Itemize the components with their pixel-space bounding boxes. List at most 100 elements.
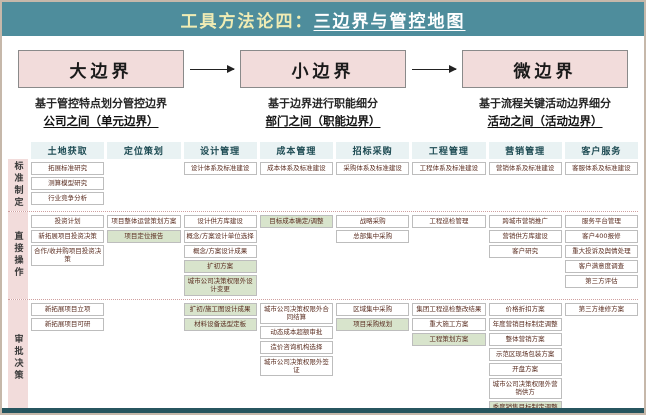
matrix-cell-stack: 客服体系及标准建设 <box>564 159 638 211</box>
matrix-cell-stack: 成本体系及标准建设 <box>259 159 333 211</box>
matrix-cell: 区域集中采购 <box>336 302 410 316</box>
matrix-body: 标准制定拓展标准研究测算模型研究行业竞争分析 设计体系及标准建设成本体系及标准建设… <box>8 158 638 413</box>
matrix-cell-stack: 采购体系及标准建设 <box>336 159 410 211</box>
matrix-cell: 成本体系及标准建设 <box>259 161 333 175</box>
boundary-desc-line1: 基于流程关键活动边界细分 <box>479 97 611 110</box>
arrow-right-icon <box>190 50 235 88</box>
matrix-column-header: 工程管理 <box>412 141 486 159</box>
matrix-column-header: 成本管理 <box>259 141 333 159</box>
matrix-cell: 战略采购 <box>336 214 410 228</box>
matrix-cell-stack: 拓展标准研究测算模型研究行业竞争分析 <box>31 159 105 211</box>
matrix-cell: 开盘方案 <box>488 362 562 376</box>
boundary-desc-small: 基于边界进行职能细分 部门之间（职能边界） <box>240 88 406 130</box>
matrix-cell: 营销体系及标准建设 <box>488 161 562 175</box>
matrix-cell: 服务平台管理 <box>564 214 638 228</box>
boundary-box-small: 小边界 <box>240 50 406 88</box>
matrix-cell: 城市公司决策权限外营销供方 <box>488 377 562 399</box>
matrix-cell: 投资计划 <box>31 214 105 228</box>
matrix-cell: 项目整体运营策划方案 <box>107 214 181 228</box>
matrix-cell: 第三方维修方案 <box>564 302 638 316</box>
matrix-cell: 动态成本超额审批 <box>259 325 333 339</box>
page-title-prefix: 工具方法论四： <box>180 11 314 32</box>
matrix-cell: 客服体系及标准建设 <box>564 161 638 175</box>
matrix-row-label: 标准制定 <box>8 158 28 211</box>
matrix-column-header: 土地获取 <box>31 141 105 159</box>
matrix-cell-stack: 项目整体运营策划方案项目定位报告 <box>107 212 181 299</box>
matrix-column-header: 客户服务 <box>564 141 638 159</box>
matrix-cell: 合作/收并购项目投资决策 <box>31 244 105 266</box>
matrix-cell: 造价咨询机构选择 <box>259 340 333 354</box>
boundary-desc-line1: 基于管控特点划分管控边界 <box>35 97 167 110</box>
boundary-box-micro: 微边界 <box>462 50 628 88</box>
matrix-cell: 工程体系及标准建设 <box>412 161 486 175</box>
boundary-desc-micro: 基于流程关键活动边界细分 活动之间（活动边界） <box>462 88 628 130</box>
matrix-cell-stack: 目标成本确定/调整 <box>259 212 333 299</box>
matrix-column-header: 设计管理 <box>183 141 257 159</box>
matrix-cell: 测算模型研究 <box>31 176 105 190</box>
boundary-desc-line2: 部门之间（职能边界） <box>265 113 381 128</box>
matrix-cell-stack: 工程体系及标准建设 <box>412 159 486 211</box>
title-bar: 工具方法论四： 三边界与管控地图 <box>2 2 644 36</box>
matrix-cell: 客户满意度调查 <box>564 259 638 273</box>
matrix-cell: 跨城市营销推广 <box>488 214 562 228</box>
matrix-cell-stack: 工程巡检管理 <box>412 212 486 299</box>
page-title-main: 三边界与管控地图 <box>313 11 466 32</box>
matrix-cell: 扩初方案 <box>183 259 257 273</box>
matrix-cell: 城市公司决策权限外设计变更 <box>183 274 257 296</box>
matrix-cell-stack: 价格折扣方案年度营销目标制定调整整体营销方案示范区现场包装方案开盘方案城市公司决… <box>488 300 562 413</box>
matrix-row-group: 审批决策新拓展项目立项新拓展项目可研扩初/施工图设计成果材料设备选型定板城市公司… <box>8 299 638 413</box>
boundary-desc-line2: 活动之间（活动边界） <box>487 113 603 128</box>
matrix-cell-stack: 新拓展项目立项新拓展项目可研 <box>31 300 105 413</box>
matrix-cell: 重大施工方案 <box>412 317 486 331</box>
matrix-cell: 工程巡检管理 <box>412 214 486 228</box>
matrix-cell-stack: 城市公司决策权限外合同结算动态成本超额审批造价咨询机构选择城市公司决策权限外签证 <box>259 300 333 413</box>
matrix-cell-stack: 设计体系及标准建设 <box>183 159 257 211</box>
matrix-row-label: 直接操作 <box>8 211 28 299</box>
matrix-cell: 客户研究 <box>488 244 562 258</box>
matrix-cell: 整体营销方案 <box>488 332 562 346</box>
matrix-row-group: 直接操作投资计划新拓展项目投资决策合作/收并购项目投资决策项目整体运营策划方案项… <box>8 211 638 300</box>
matrix-header-spacer <box>8 142 28 159</box>
matrix-cell: 设计供方库建设 <box>183 214 257 228</box>
matrix-cell: 扩初/施工图设计成果 <box>183 302 257 316</box>
matrix-cell-stack: 集团工程巡检整改结果重大施工方案工程策划方案 <box>412 300 486 413</box>
boundary-desc-line1: 基于边界进行职能细分 <box>268 97 378 110</box>
control-matrix: 土地获取定位策划设计管理成本管理招标采购工程管理营销管理客户服务 标准制定拓展标… <box>8 141 638 413</box>
matrix-column-header: 营销管理 <box>488 141 562 159</box>
matrix-cell-stack: 第三方维修方案 <box>564 300 638 413</box>
matrix-cell-stack: 区域集中采购项目采购规划 <box>336 300 410 413</box>
matrix-cell: 项目采购规划 <box>336 317 410 331</box>
matrix-cell: 目标成本确定/调整 <box>259 214 333 228</box>
boundary-desc-large: 基于管控特点划分管控边界 公司之间（单元边界） <box>18 88 184 130</box>
matrix-cell-stack <box>107 159 180 211</box>
arrow-right-icon <box>412 50 457 88</box>
matrix-cell-stack: 扩初/施工图设计成果材料设备选型定板 <box>183 300 257 413</box>
matrix-cell-stack: 跨城市营销推广营销供方库建设客户研究 <box>488 212 562 299</box>
matrix-cell: 总部集中采购 <box>336 229 410 243</box>
matrix-header-row: 土地获取定位策划设计管理成本管理招标采购工程管理营销管理客户服务 <box>8 141 638 159</box>
matrix-row-group: 标准制定拓展标准研究测算模型研究行业竞争分析 设计体系及标准建设成本体系及标准建设… <box>8 158 638 212</box>
matrix-cell: 城市公司决策权限外合同结算 <box>259 302 333 324</box>
matrix-cell: 第三方评估 <box>564 274 638 288</box>
matrix-cell: 价格折扣方案 <box>488 302 562 316</box>
matrix-column-header: 招标采购 <box>336 141 410 159</box>
boundary-box-large: 大边界 <box>18 50 184 88</box>
matrix-cell: 年度营销目标制定调整 <box>488 317 562 331</box>
matrix-cell-stack: 营销体系及标准建设 <box>488 159 562 211</box>
matrix-cell: 客户400报修 <box>564 229 638 243</box>
matrix-cell: 拓展标准研究 <box>31 161 105 175</box>
matrix-cell: 采购体系及标准建设 <box>336 161 410 175</box>
bottom-accent-bar <box>2 408 644 413</box>
boundary-desc-line2: 公司之间（单元边界） <box>43 113 159 128</box>
matrix-cell: 概念/方案设计单位选择 <box>183 229 257 243</box>
matrix-cell: 城市公司决策权限外签证 <box>259 355 333 377</box>
matrix-cell-stack: 投资计划新拓展项目投资决策合作/收并购项目投资决策 <box>31 212 105 299</box>
matrix-cell-stack: 设计供方库建设概念/方案设计单位选择概念/方案设计成果扩初方案城市公司决策权限外… <box>183 212 257 299</box>
matrix-cell: 营销供方库建设 <box>488 229 562 243</box>
matrix-cell: 新拓展项目可研 <box>31 317 105 331</box>
matrix-row-label: 审批决策 <box>8 299 28 413</box>
matrix-cell: 示范区现场包装方案 <box>488 347 562 361</box>
matrix-cell: 材料设备选型定板 <box>183 317 257 331</box>
matrix-cell: 工程策划方案 <box>412 332 486 346</box>
